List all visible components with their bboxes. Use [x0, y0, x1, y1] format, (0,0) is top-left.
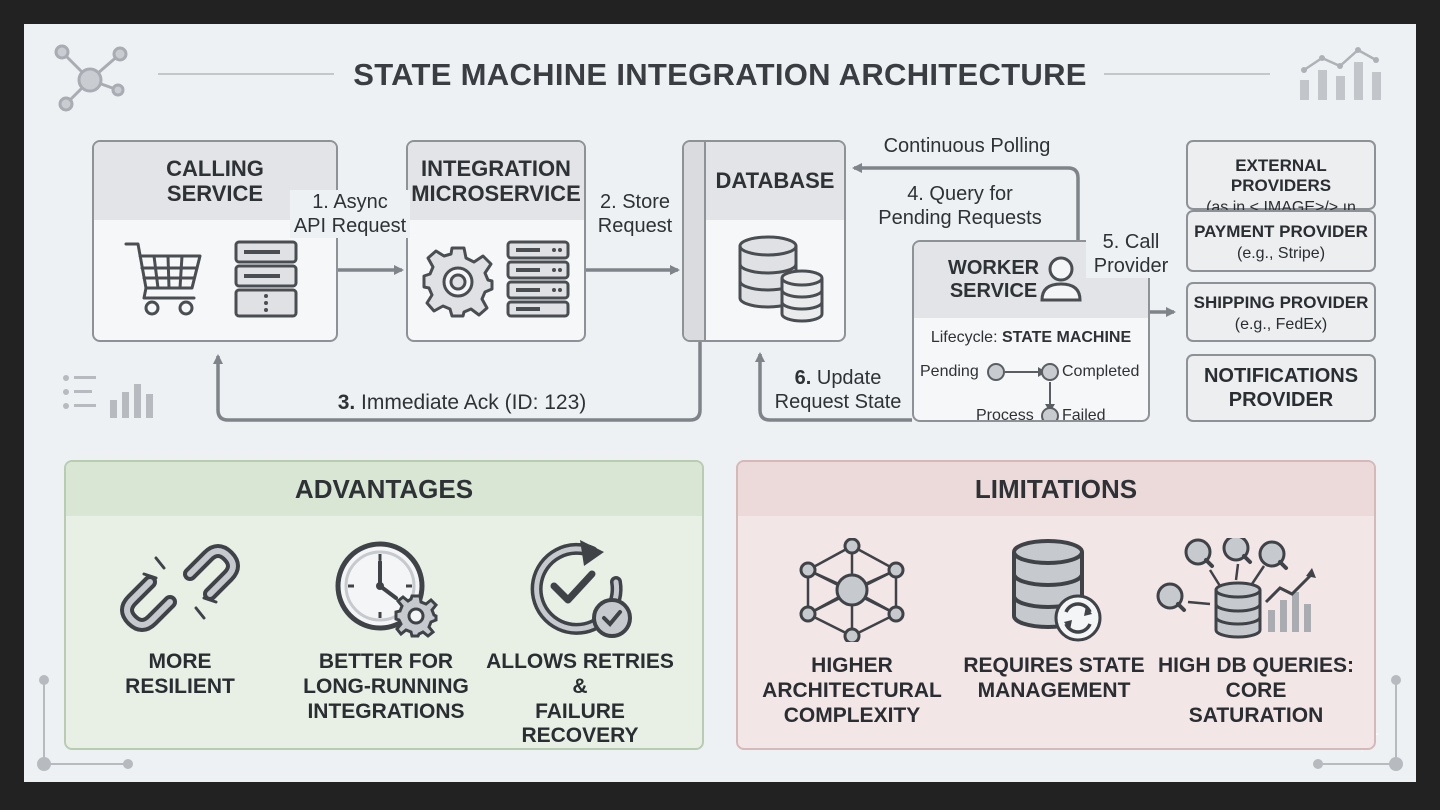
broken-chain-icon — [120, 544, 240, 632]
retry-check-icon — [530, 540, 632, 638]
payment-provider-box: PAYMENT PROVIDER (e.g., Stripe) — [1186, 210, 1376, 272]
limitations-panel: LIMITATIONS HIGHER ARCHITECTURAL COMPLEX… — [736, 460, 1376, 750]
notifications-provider-title: NOTIFICATIONS PROVIDER — [1203, 365, 1359, 411]
shipping-provider-box: SHIPPING PROVIDER (e.g., FedEx) — [1186, 282, 1376, 342]
page-title: STATE MACHINE INTEGRATION ARCHITECTURE — [353, 57, 1087, 92]
server-rack-icon — [506, 240, 570, 318]
state-process-label: Process — [976, 407, 1034, 422]
bar-chart-icon — [1300, 47, 1381, 100]
arrow-step3 — [213, 342, 702, 422]
limitation-complexity-label: HIGHER ARCHITECTURAL COMPLEXITY — [762, 654, 942, 727]
state-pending-label: Pending — [920, 363, 979, 380]
database-title: DATABASE — [706, 142, 844, 220]
step1-label: 1. Async API Request — [290, 190, 410, 238]
database-side-strip — [684, 142, 706, 340]
notifications-provider-box: NOTIFICATIONS PROVIDER — [1186, 354, 1376, 422]
advantage-resilient: MORE RESILIENT — [80, 538, 280, 700]
title-rule-left — [158, 73, 334, 75]
server-icon — [234, 240, 298, 318]
database-icon — [738, 235, 824, 323]
diagram-canvas: STATE MACHINE INTEGRATION ARCHITECTURE C… — [24, 24, 1416, 782]
database-box: DATABASE — [682, 140, 846, 342]
worker-lifecycle: Lifecycle: STATE MACHINE — [930, 329, 1132, 346]
limitation-state-management: REQUIRES STATE MANAGEMENT — [954, 538, 1154, 704]
shipping-provider-title: SHIPPING PROVIDER — [1193, 293, 1369, 312]
limitation-db-queries-label: HIGH DB QUERIES: CORE SATURATION — [1157, 654, 1354, 727]
gear-icon — [422, 246, 494, 318]
network-icon — [799, 538, 905, 642]
list-chart-icon — [63, 375, 153, 418]
polling-label: Continuous Polling — [883, 135, 1051, 157]
advantages-panel: ADVANTAGES MORE RESILIENT — [64, 460, 704, 750]
advantage-retries: ALLOWS RETRIES & FAILURE RECOVERY — [480, 538, 680, 748]
circuit-right-icon — [1313, 675, 1403, 771]
arrow-polling — [852, 163, 1080, 240]
step3-label: 3. Immediate Ack (ID: 123) — [324, 390, 600, 416]
shipping-provider-sub: (e.g., FedEx) — [1234, 316, 1328, 333]
step6-label: 6. Update Request State — [774, 367, 902, 413]
limitation-complexity: HIGHER ARCHITECTURAL COMPLEXITY — [752, 538, 952, 728]
calling-service-box: CALLING SERVICE — [92, 140, 338, 342]
state-failed-label: Failed — [1062, 407, 1106, 422]
step4-label: 4. Query for Pending Requests — [878, 183, 1042, 229]
state-completed-label: Completed — [1062, 363, 1140, 380]
integration-microservice-title: INTEGRATION MICROSERVICE — [408, 142, 584, 220]
db-queries-icon — [1156, 538, 1316, 639]
limitation-db-queries: HIGH DB QUERIES: CORE SATURATION — [1156, 538, 1356, 728]
payment-provider-sub: (e.g., Stripe) — [1236, 245, 1326, 262]
arrow-step6 — [755, 352, 912, 422]
integration-microservice-box: INTEGRATION MICROSERVICE — [406, 140, 586, 342]
step5-label: 5. Call Provider — [1086, 230, 1176, 278]
limitation-state-management-label: REQUIRES STATE MANAGEMENT — [963, 654, 1145, 702]
title-rule-right — [1104, 73, 1270, 75]
state-pending-node — [987, 363, 1005, 381]
shopping-cart-icon — [124, 242, 202, 316]
limitations-title: LIMITATIONS — [738, 462, 1374, 516]
state-failed-node — [1041, 407, 1059, 420]
payment-provider-title: PAYMENT PROVIDER — [1194, 222, 1368, 241]
advantage-long-running-label: BETTER FOR LONG-RUNNING INTEGRATIONS — [303, 650, 469, 723]
circuit-left-icon — [37, 675, 133, 771]
clock-gear-icon — [335, 541, 439, 638]
flow-connectors — [213, 163, 1176, 422]
advantages-title: ADVANTAGES — [66, 462, 702, 516]
step2-label: 2. Store Request — [597, 191, 673, 237]
state-completed-node — [1041, 363, 1059, 381]
advantage-long-running: BETTER FOR LONG-RUNNING INTEGRATIONS — [286, 538, 486, 724]
state-machine-diagram — [987, 363, 1059, 420]
external-providers-box: EXTERNAL PROVIDERS (as in < IMAGE>/> ın — [1186, 140, 1376, 216]
user-icon — [1040, 256, 1082, 302]
molecule-icon — [54, 44, 128, 112]
advantage-resilient-label: MORE RESILIENT — [125, 650, 235, 698]
advantage-retries-label: ALLOWS RETRIES & FAILURE RECOVERY — [486, 650, 674, 748]
database-sync-icon — [1012, 539, 1102, 642]
external-providers-title: EXTERNAL PROVIDERS — [1230, 156, 1332, 195]
